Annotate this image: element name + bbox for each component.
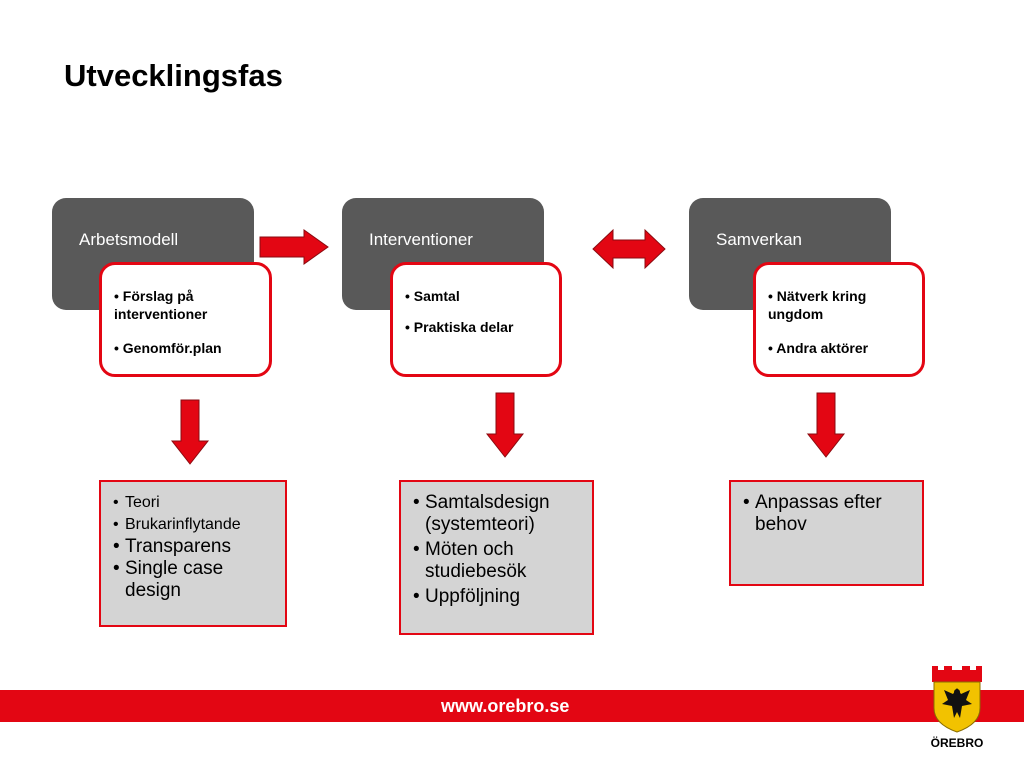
bullet-item: Samtal — [405, 287, 549, 305]
slide-title: Utvecklingsfas — [64, 58, 283, 93]
detail-box-arbetsmodell: Teori Brukarinflytande Transparens Singl… — [99, 480, 287, 627]
bullet-box-arbetsmodell: Förslag på interventioner Genomför.plan — [99, 262, 272, 377]
detail-box-interventioner: Samtalsdesign (systemteori) Möten och st… — [399, 480, 594, 635]
detail-item: Uppföljning — [411, 586, 584, 608]
detail-item: Anpassas efter behov — [741, 492, 914, 536]
detail-item: Transparens — [111, 536, 277, 558]
down-arrow — [170, 399, 210, 465]
bullet-item: Förslag på interventioner — [114, 287, 259, 323]
detail-item: Teori — [111, 492, 277, 514]
footer-url[interactable]: www.orebro.se — [441, 696, 570, 716]
detail-box-samverkan: Anpassas efter behov — [729, 480, 924, 586]
right-arrow — [259, 229, 329, 265]
bullet-item: Andra aktörer — [768, 339, 912, 357]
bullet-item: Nätverk kring ungdom — [768, 287, 912, 323]
logo-text: ÖREBRO — [930, 736, 984, 750]
orebro-crest-icon — [930, 664, 984, 733]
down-arrow — [806, 392, 846, 458]
footer-bar: www.orebro.se — [0, 690, 1024, 722]
bullet-item: Praktiska delar — [405, 318, 549, 336]
detail-item: Brukarinflytande — [111, 514, 277, 536]
double-arrow — [592, 228, 666, 270]
detail-item: Samtalsdesign (systemteori) — [411, 492, 584, 536]
heading-label: Arbetsmodell — [79, 230, 179, 249]
detail-item: Single case design — [111, 558, 277, 602]
down-arrow — [485, 392, 525, 458]
heading-label: Interventioner — [369, 230, 473, 249]
detail-item: Möten och studiebesök — [411, 539, 584, 583]
bullet-item: Genomför.plan — [114, 339, 259, 357]
bullet-box-interventioner: Samtal Praktiska delar — [390, 262, 562, 377]
heading-label: Samverkan — [716, 230, 802, 249]
bullet-box-samverkan: Nätverk kring ungdom Andra aktörer — [753, 262, 925, 377]
